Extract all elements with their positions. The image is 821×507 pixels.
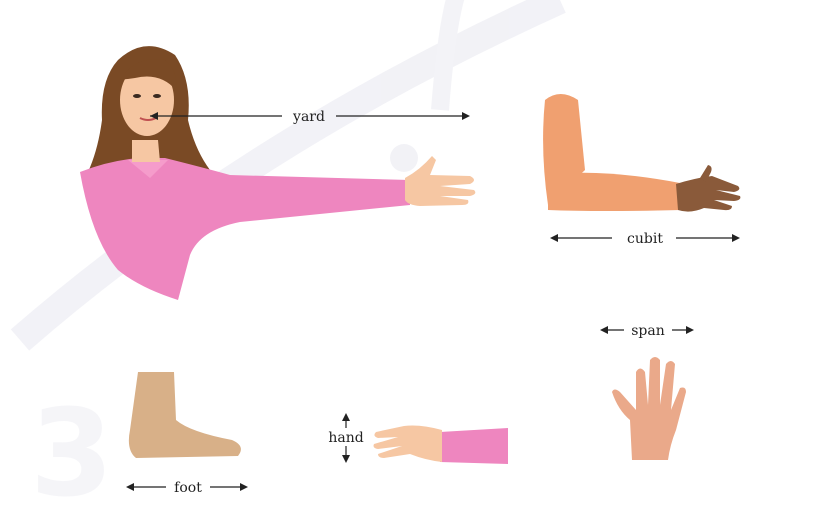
hand-figure xyxy=(374,426,509,465)
shirt xyxy=(80,158,410,300)
foot-label: foot xyxy=(174,480,202,496)
hand-label: hand xyxy=(328,430,363,446)
yard-measure: yard xyxy=(150,109,470,125)
hand-measure: hand xyxy=(328,413,363,463)
svg-text:3: 3 xyxy=(30,385,114,507)
span-measure: span xyxy=(600,323,694,339)
foot-measure: foot xyxy=(126,480,248,496)
cubit-arm xyxy=(543,94,740,212)
span-hand xyxy=(612,357,686,460)
foot-figure xyxy=(129,372,241,458)
cubit-label: cubit xyxy=(627,231,663,247)
span-label: span xyxy=(631,323,665,339)
cubit-measure: cubit xyxy=(550,231,740,247)
yard-label: yard xyxy=(292,109,325,125)
